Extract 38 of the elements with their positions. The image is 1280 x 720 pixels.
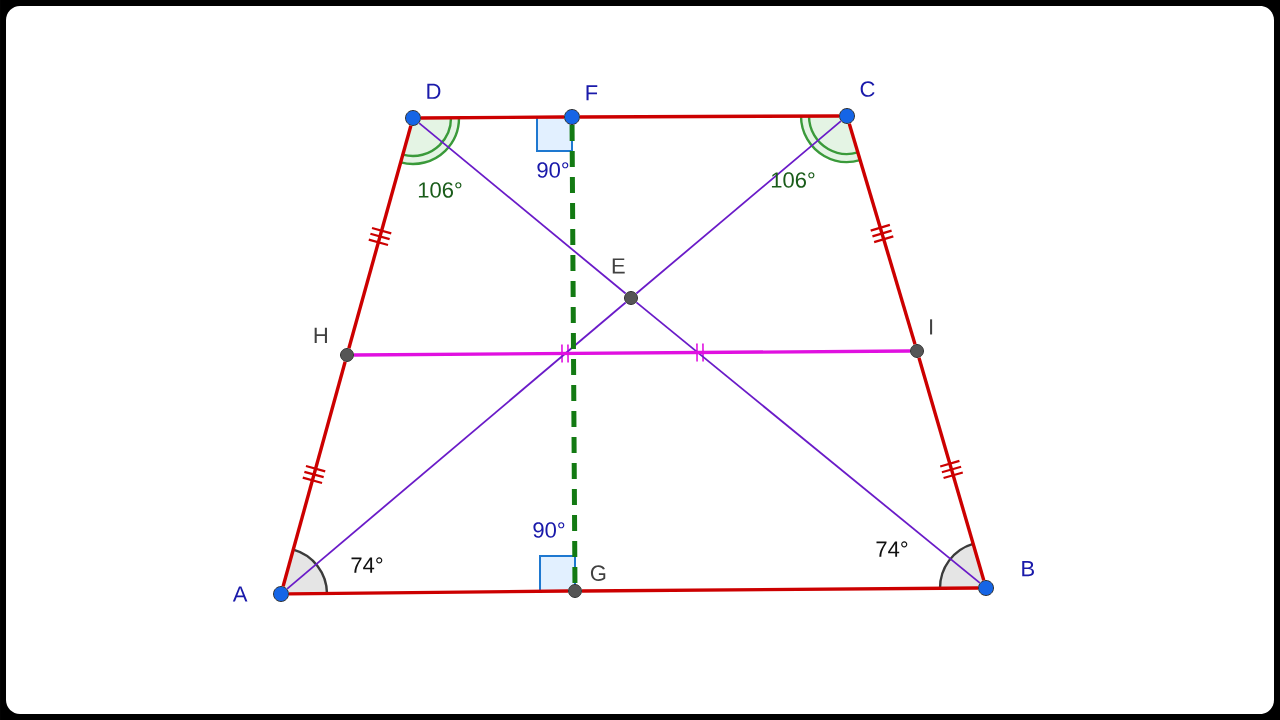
- line-segment: [354, 349, 911, 357]
- line-segment: [635, 120, 842, 295]
- point: F: [564, 85, 598, 125]
- point: C: [839, 81, 875, 124]
- point: E: [612, 258, 638, 305]
- line-segment: [569, 124, 578, 584]
- node-label: F: [586, 85, 598, 101]
- line-segment: [289, 589, 569, 596]
- line-segment: [281, 361, 347, 587]
- point: A: [232, 586, 289, 602]
- line-segment: [635, 301, 981, 584]
- angle-label: 74°: [876, 541, 908, 557]
- line-segment: [347, 125, 413, 349]
- line-segment: [847, 123, 917, 345]
- line-segment: [421, 115, 565, 120]
- point: H: [314, 327, 354, 362]
- angle-label: 106°: [418, 182, 462, 198]
- node-label: H: [314, 327, 327, 343]
- line-segment: [917, 357, 986, 581]
- angle-label: 90°: [533, 522, 565, 538]
- node-label: I: [930, 319, 933, 335]
- node-label: A: [232, 586, 248, 602]
- node-label: E: [612, 258, 625, 274]
- node-label: B: [1022, 561, 1034, 577]
- angle-label: 74°: [351, 557, 383, 573]
- node-label: G: [590, 565, 606, 581]
- node-label: C: [860, 81, 875, 97]
- line-segment: [418, 122, 627, 295]
- line-segment: [582, 586, 978, 593]
- point: D: [405, 83, 441, 126]
- line-segment: [286, 301, 627, 590]
- point: B: [978, 561, 1034, 596]
- node-label: D: [427, 83, 441, 99]
- angle-label: 90°: [537, 162, 569, 178]
- point: I: [910, 319, 933, 358]
- line-segment: [580, 114, 839, 119]
- angle-label: 106°: [771, 172, 815, 188]
- point: G: [568, 565, 606, 598]
